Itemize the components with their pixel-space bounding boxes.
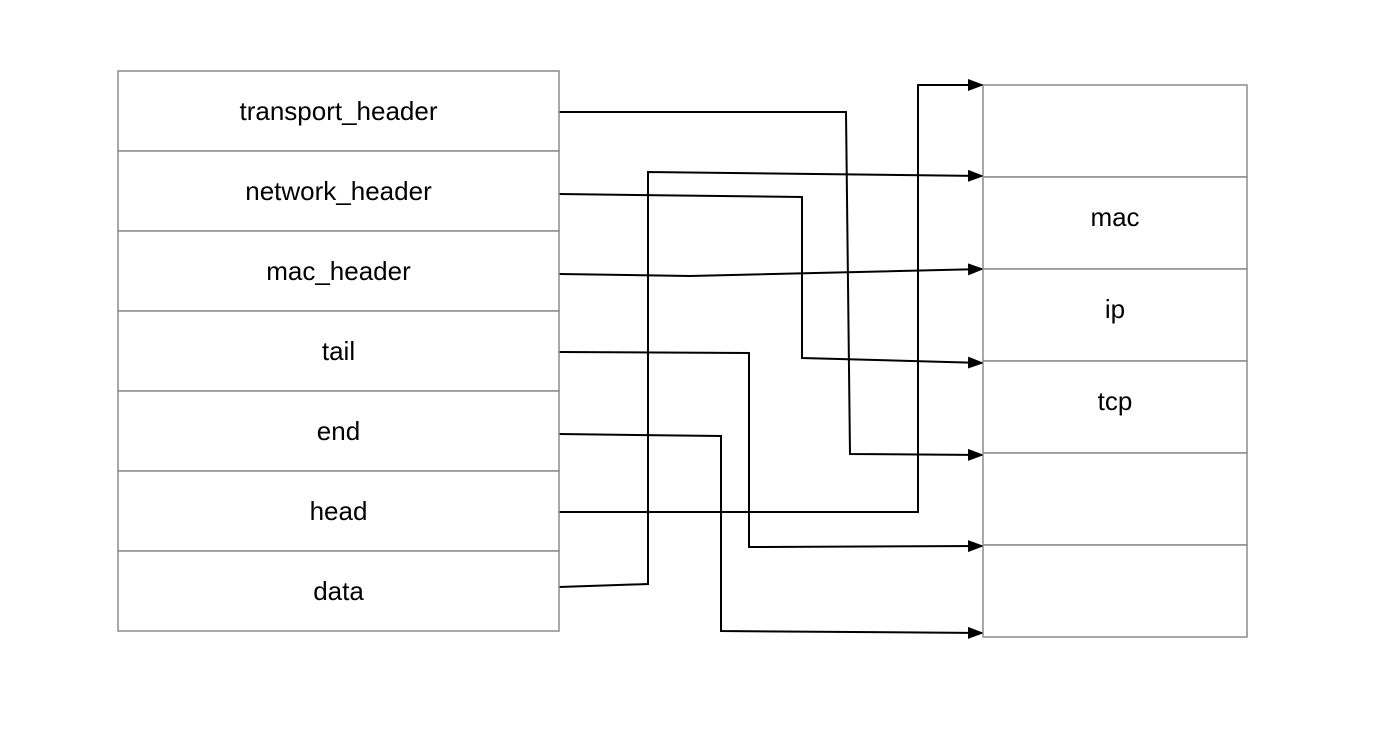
field-mac-header: mac_header <box>117 230 560 312</box>
field-box <box>117 470 560 552</box>
buffer-segment-6 <box>982 544 1248 638</box>
field-box <box>117 230 560 312</box>
arrow-end-to-buffer-end <box>558 433 984 639</box>
field-head: head <box>117 470 560 552</box>
arrow-data-to-segment-2 <box>558 169 984 588</box>
segment-box <box>982 84 1248 178</box>
buffer-segment-2: mac <box>982 176 1248 270</box>
packet-buffer: mac ip tcp <box>982 84 1248 638</box>
field-box <box>117 70 560 152</box>
field-box <box>117 150 560 232</box>
buffer-segment-4: tcp <box>982 360 1248 454</box>
arrow-network-header-to-segment-4 <box>558 193 984 369</box>
field-box <box>117 390 560 472</box>
field-data: data <box>117 550 560 632</box>
field-box <box>117 550 560 632</box>
field-tail: tail <box>117 310 560 392</box>
field-box <box>117 310 560 392</box>
field-label: tail <box>322 336 355 366</box>
pointer-connectors <box>558 79 984 639</box>
field-end: end <box>117 390 560 472</box>
field-transport-header: transport_header <box>117 70 560 152</box>
field-label: network_header <box>245 176 432 206</box>
field-label: end <box>317 416 360 446</box>
segment-label: tcp <box>1098 386 1133 416</box>
arrow-transport-header-to-segment-5 <box>559 111 984 461</box>
segment-label: mac <box>1090 202 1139 232</box>
field-label: head <box>310 496 368 526</box>
buffer-segment-5 <box>982 452 1248 546</box>
segment-box <box>982 452 1248 546</box>
field-network-header: network_header <box>117 150 560 232</box>
field-label: data <box>313 576 364 606</box>
arrow-head-to-segment-1 <box>559 79 984 513</box>
segment-box <box>982 360 1248 454</box>
segment-box <box>982 176 1248 270</box>
skb-struct-fields: transport_header network_header mac_header… <box>117 70 560 632</box>
buffer-segment-3: ip <box>982 268 1248 362</box>
buffer-segment-1 <box>982 84 1248 178</box>
segment-box <box>982 544 1248 638</box>
arrow-mac-header-to-segment-3 <box>558 263 984 278</box>
field-label: transport_header <box>239 96 437 126</box>
segment-label: ip <box>1105 294 1125 324</box>
arrow-tail-to-segment-6 <box>558 351 984 553</box>
field-label: mac_header <box>266 256 411 286</box>
